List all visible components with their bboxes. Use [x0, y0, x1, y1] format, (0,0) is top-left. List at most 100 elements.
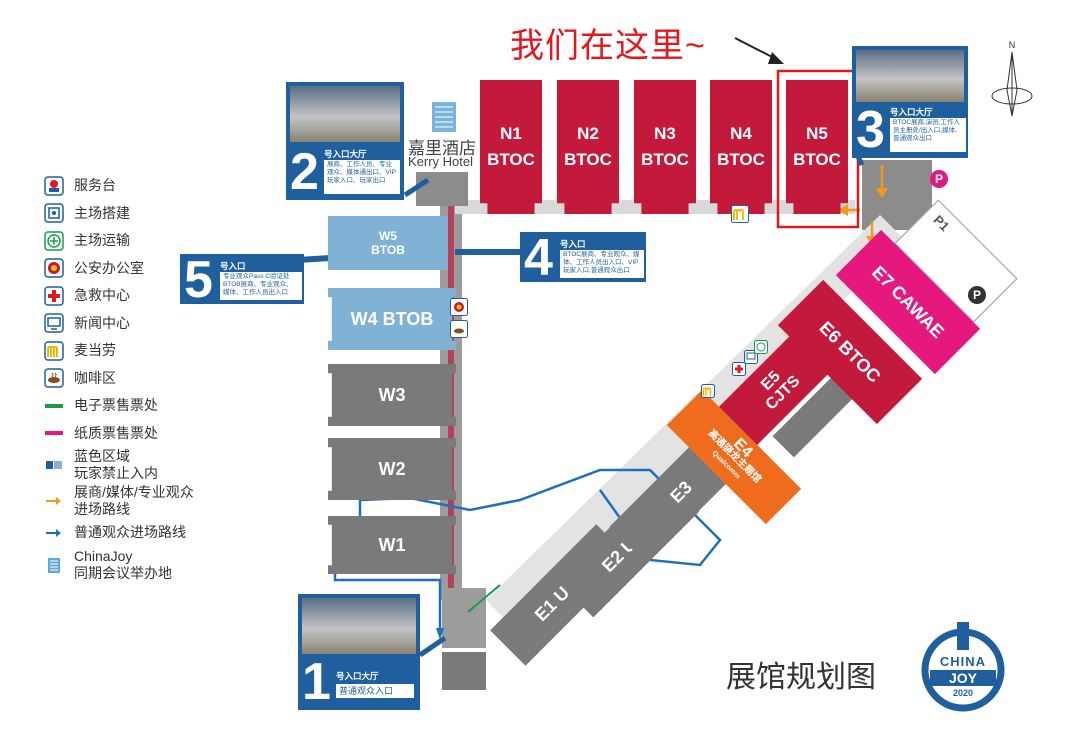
first-aid-icon — [44, 286, 64, 306]
parking-p1-label: P1 — [930, 212, 953, 235]
blue-arrow-icon — [44, 523, 64, 543]
legend-item: ChinaJoy 同期会议举办地 — [44, 547, 264, 583]
hall-name: N5 — [806, 124, 828, 143]
mcdonalds-icon — [701, 384, 715, 403]
compass: N — [990, 40, 1034, 120]
parking-icon: P — [930, 170, 948, 188]
service-desk-icon — [44, 176, 64, 196]
hall-w4[interactable]: W4 BTOB — [328, 288, 456, 350]
venue-construction-icon — [44, 203, 64, 223]
legend-label: 麦当劳 — [74, 342, 116, 359]
police-office-icon — [44, 258, 64, 278]
orange-arrow-icon — [44, 491, 64, 511]
kerry-hotel — [426, 98, 462, 139]
entrance-1-title: 号入口大厅 — [336, 671, 379, 681]
compass-north-label: N — [1008, 40, 1016, 50]
legend-label: 蓝色区域 玩家禁止入内 — [74, 448, 158, 481]
hall-w5-label: W5 BTOB — [371, 229, 405, 257]
legend-label: 公安办公室 — [74, 259, 144, 276]
hall-w3[interactable]: W3 — [328, 364, 456, 426]
entrance-3-number: 3 — [856, 101, 885, 159]
conference-building-icon — [44, 555, 64, 575]
legend-item: 公安办公室 — [44, 255, 264, 283]
legend-item: 纸质票售票处 — [44, 420, 264, 448]
cafe-icon — [44, 368, 64, 388]
hall-w3-label: W3 — [378, 384, 406, 405]
entrance-4-title: 号入口 — [560, 239, 586, 249]
hall-e3-label: E3 — [665, 476, 696, 507]
chinajoy-logo-icon — [921, 622, 1005, 712]
entrance-2-photo — [290, 86, 400, 142]
hall-type: BTOC — [487, 150, 535, 169]
legend-label: 电子票售票处 — [74, 397, 158, 414]
e-ticket-icon — [44, 396, 64, 416]
entrance-5-title: 号入口 — [220, 261, 246, 271]
legend-item: 主场搭建 — [44, 200, 264, 228]
hall-name: N3 — [654, 124, 676, 143]
legend-label: 主场搭建 — [74, 204, 130, 221]
paper-ticket-icon — [44, 423, 64, 443]
entrance-5-desc: 专业观众Pass C验证处BTOB展商、专业观众、媒体、工作人员出入口 — [220, 272, 302, 300]
entrance-4-desc: BTOC展商、专业观众、媒体、工作人员出入口、VIP玩家入口,普通观众出口 — [560, 250, 644, 278]
legend-item: 电子票售票处 — [44, 392, 264, 420]
logo-line1: CHINA — [939, 654, 987, 669]
legend-label: 普通观众进场路线 — [74, 524, 186, 541]
legend-label: 咖啡区 — [74, 369, 116, 386]
compass-rose-icon — [991, 51, 1033, 117]
map-title: 展馆规划图 — [726, 661, 876, 694]
cafe-icon — [450, 320, 468, 343]
you-are-here-arrow-icon — [734, 37, 784, 64]
parking-icon: P — [968, 286, 986, 304]
hall-w5[interactable]: W5 BTOB — [328, 216, 448, 270]
press-center-icon — [744, 350, 758, 369]
hotel-name-cn: 嘉里酒店 — [408, 139, 476, 158]
legend-item: 主场运输 — [44, 227, 264, 255]
legend-item: 咖啡区 — [44, 365, 264, 393]
entrance-4-callout[interactable]: 4 号入口 BTOC展商、专业观众、媒体、工作人员出入口、VIP玩家入口,普通观… — [520, 232, 646, 284]
hall-w1-label: W1 — [378, 534, 406, 555]
hall-name: N4 — [730, 124, 752, 143]
press-center-icon — [44, 313, 64, 333]
legend-label: ChinaJoy 同期会议举办地 — [74, 547, 172, 581]
hall-type: BTOC — [564, 150, 612, 169]
legend-item: 新闻中心 — [44, 310, 264, 338]
first-aid-icon — [732, 362, 746, 381]
hall-w1[interactable]: W1 — [328, 516, 456, 574]
venue-transport-icon — [754, 340, 768, 359]
hall-w2[interactable]: W2 — [328, 438, 456, 500]
legend-item: 蓝色区域 玩家禁止入内 — [44, 447, 264, 483]
legend-label: 主场运输 — [74, 232, 130, 249]
entrance-2-callout[interactable]: 2 号入口大厅 展商、工作人员、专业观众、媒体通出口、VIP玩家入口、玩家出口 — [286, 82, 404, 200]
hall-type: BTOC — [793, 150, 841, 169]
legend-item: 麦当劳 — [44, 337, 264, 365]
entrance-2-building — [416, 172, 468, 206]
legend-item: 服务台 — [44, 172, 264, 200]
hall-name: N1 — [500, 124, 522, 143]
legend-label: 展商/媒体/专业观众 进场路线 — [74, 484, 194, 517]
hall-w2-label: W2 — [378, 458, 406, 479]
entrance-3-desc: BTOC展商,演员,工作人员主册处/出入口,媒体,普通观众出口 — [890, 118, 966, 152]
entrance-2-desc: 展商、工作人员、专业观众、媒体通出口、VIP玩家入口、玩家出口 — [324, 160, 400, 194]
entrance-2-number: 2 — [290, 143, 319, 201]
entrance-5-callout[interactable]: 5 号入口 专业观众Pass C验证处BTOB展商、专业观众、媒体、工作人员出入… — [180, 254, 304, 306]
you-are-here-label: 我们在这里~ — [510, 27, 706, 65]
entrance-3-callout[interactable]: 3 号入口大厅 BTOC展商,演员,工作人员主册处/出入口,媒体,普通观众出口 — [852, 46, 968, 158]
legend-label: 服务台 — [74, 177, 116, 194]
legend-label: 急救中心 — [74, 287, 130, 304]
entrance-1-callout[interactable]: 1 号入口大厅 普通观众入口 — [298, 594, 420, 710]
police-office-icon — [450, 298, 468, 321]
entrance-3-photo — [856, 50, 964, 102]
hall-w4-label: W4 BTOB — [350, 308, 434, 329]
entrance-3-title: 号入口大厅 — [890, 107, 933, 117]
legend-label: 新闻中心 — [74, 314, 130, 331]
mcdonalds-icon — [44, 341, 64, 361]
entrance-1-desc: 普通观众入口 — [336, 684, 414, 698]
entrance-2-title: 号入口大厅 — [324, 149, 367, 159]
legend-item: 急救中心 — [44, 282, 264, 310]
hall-name: N2 — [577, 124, 599, 143]
